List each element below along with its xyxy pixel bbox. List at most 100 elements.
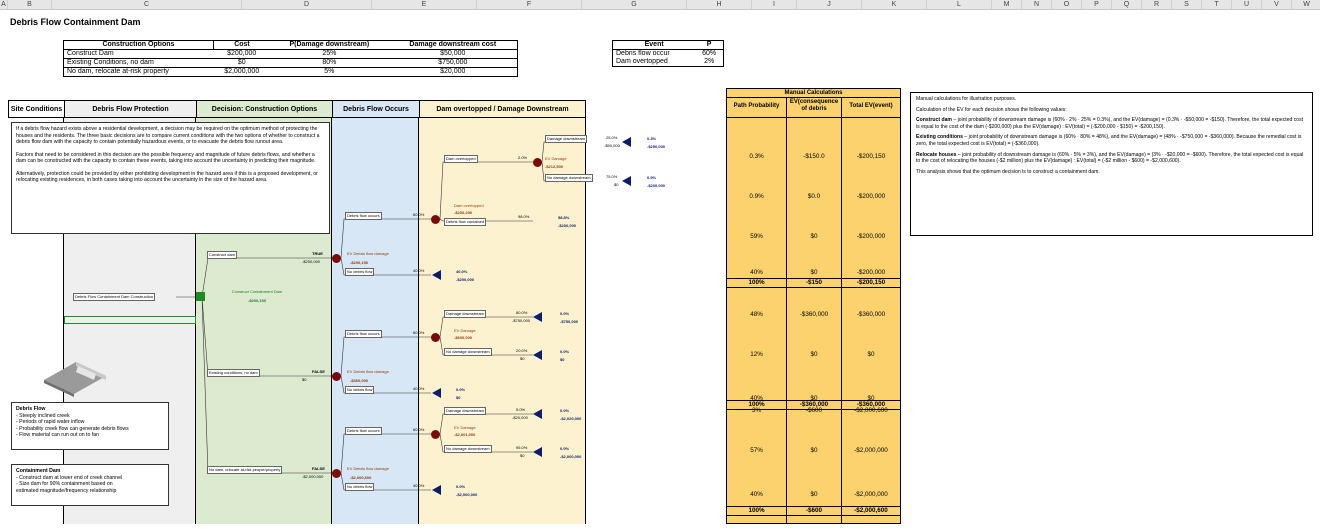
manual-cell[interactable]: -$150 [805,279,823,286]
debris-flow-occurs-label[interactable]: Debris flow occurs [345,427,382,435]
damage-downstream-label[interactable]: Damage downstream [444,310,487,318]
branch-node-label[interactable]: Construct dam [207,251,238,259]
options-cell[interactable]: $200,000 [227,50,257,57]
manual-cell[interactable]: -$200,000 [856,269,886,276]
manual-cell[interactable]: -$600 [805,407,823,414]
dam-overtopped-label[interactable]: Dam overtopped [444,155,478,163]
options-cell[interactable]: $750,000 [438,59,468,66]
column-header-t[interactable]: T [1202,0,1232,9]
manual-cell[interactable]: 100% [748,401,765,408]
manual-cell[interactable]: 40% [750,395,763,402]
column-header-i[interactable]: I [752,0,797,9]
column-header-b[interactable]: B [8,0,52,9]
manual-cell[interactable]: -$200,000 [856,233,886,240]
column-header-o[interactable]: O [1052,0,1082,9]
column-header-g[interactable]: G [582,0,687,9]
column-header-h[interactable]: H [687,0,752,9]
root-node-label[interactable]: Debris Flow Containment Dam Construction [73,293,156,301]
selected-cell[interactable] [64,316,196,324]
terminal-node-icon[interactable] [432,485,441,495]
manual-cell[interactable]: $0.0 [807,193,821,200]
manual-cell[interactable]: 59% [750,233,763,240]
manual-cell[interactable]: 3% [751,407,762,414]
manual-cell[interactable]: 100% [748,279,765,286]
options-cell[interactable]: $50,000 [440,50,466,57]
containment-dam-note[interactable]: Containment Dam - Construct dam at lower… [11,464,169,506]
event-cell[interactable]: 60% [702,50,717,57]
manual-cell[interactable]: $0 [810,395,818,402]
no-damage-downstream-label[interactable]: No damage downstream [444,445,492,453]
column-header-k[interactable]: K [862,0,927,9]
column-header-e[interactable]: E [372,0,477,9]
manual-cell[interactable]: $0 [867,395,875,402]
options-cell[interactable]: 5% [324,68,335,75]
manual-cell[interactable]: -$2,000,000 [854,447,888,454]
damage-downstream-label[interactable]: Damage downstream [545,135,588,143]
damage-downstream-label[interactable]: Damage downstream [444,407,487,415]
no-debris-flow-label[interactable]: No debris flow [345,386,375,394]
manual-cell[interactable]: -$2,000,000 [854,491,888,498]
manual-cell[interactable]: $0 [810,447,818,454]
column-header-r[interactable]: R [1142,0,1172,9]
chance-node-icon[interactable] [332,372,341,381]
manual-cell[interactable]: 48% [750,311,763,318]
column-header-c[interactable]: C [52,0,242,9]
manual-cell[interactable]: 57% [750,447,763,454]
column-header-f[interactable]: F [477,0,582,9]
manual-cell[interactable]: -$2,000,600 [854,507,888,514]
event-cell[interactable]: 2% [704,58,715,65]
manual-cell[interactable]: -$600 [805,507,823,514]
options-cell[interactable]: $20,000 [440,68,466,75]
manual-cell[interactable]: -$360,000 [799,311,829,318]
branch-node-label[interactable]: No dam, relocate at-risk people/property [207,466,283,474]
options-cell[interactable]: 25% [322,50,337,57]
manual-cell[interactable]: $0 [867,351,875,358]
manual-cell[interactable]: 0.3% [749,153,764,160]
manual-cell[interactable]: -$200,150 [856,279,886,286]
column-header-m[interactable]: M [992,0,1022,9]
no-debris-flow-label[interactable]: No debris flow [345,483,375,491]
manual-cell[interactable]: $0 [810,233,818,240]
branch-node-label[interactable]: Existing conditions, no dam [207,369,260,377]
terminal-node-icon[interactable] [622,176,631,186]
column-header-w[interactable]: W [1292,0,1320,9]
contained-label[interactable]: Debris flow contained [444,218,487,226]
chance-node-icon[interactable] [431,430,440,439]
manual-cell[interactable]: -$360,000 [799,401,829,408]
debris-flow-occurs-label[interactable]: Debris flow occurs [345,330,382,338]
terminal-node-icon[interactable] [432,270,441,280]
manual-cell[interactable]: -$150.0 [803,153,825,160]
terminal-node-icon[interactable] [533,312,542,322]
column-header-j[interactable]: J [797,0,862,9]
manual-cell[interactable]: -$360,000 [856,311,886,318]
manual-cell[interactable]: $0 [810,491,818,498]
terminal-node-icon[interactable] [533,447,542,457]
terminal-node-icon[interactable] [622,137,631,147]
options-cell[interactable]: Construct Dam [67,50,114,57]
terminal-node-icon[interactable] [533,350,542,360]
chance-node-icon[interactable] [431,215,440,224]
column-header-p[interactable]: P [1082,0,1112,9]
intro-textbox[interactable]: If a debris flow hazard exists above a r… [11,122,330,234]
manual-cell[interactable]: -$200,000 [856,193,886,200]
manual-cell[interactable]: $0 [810,269,818,276]
manual-cell[interactable]: -$2,000,600 [854,407,888,414]
terminal-node-icon[interactable] [533,409,542,419]
manual-cell[interactable]: -$200,150 [856,153,886,160]
manual-cell[interactable]: 40% [750,269,763,276]
column-header-v[interactable]: V [1262,0,1292,9]
options-cell[interactable]: $0 [237,59,246,66]
column-header-u[interactable]: U [1232,0,1262,9]
manual-cell[interactable]: 100% [748,507,765,514]
chance-node-icon[interactable] [332,254,341,263]
column-header-a[interactable]: A [0,0,8,9]
options-cell[interactable]: Existing Conditions, no dam [67,59,154,66]
column-header-n[interactable]: N [1022,0,1052,9]
column-header-q[interactable]: Q [1112,0,1142,9]
options-cell[interactable]: No dam, relocate at-risk property [67,68,169,75]
no-damage-downstream-label[interactable]: No damage downstream [545,174,593,182]
debris-flow-note[interactable]: Debris Flow - Steeply inclined creek - P… [11,402,169,450]
manual-cell[interactable]: 12% [750,351,763,358]
debris-flow-occurs-label[interactable]: Debris flow occurs [345,212,382,220]
no-debris-flow-label[interactable]: No debris flow [345,268,375,276]
